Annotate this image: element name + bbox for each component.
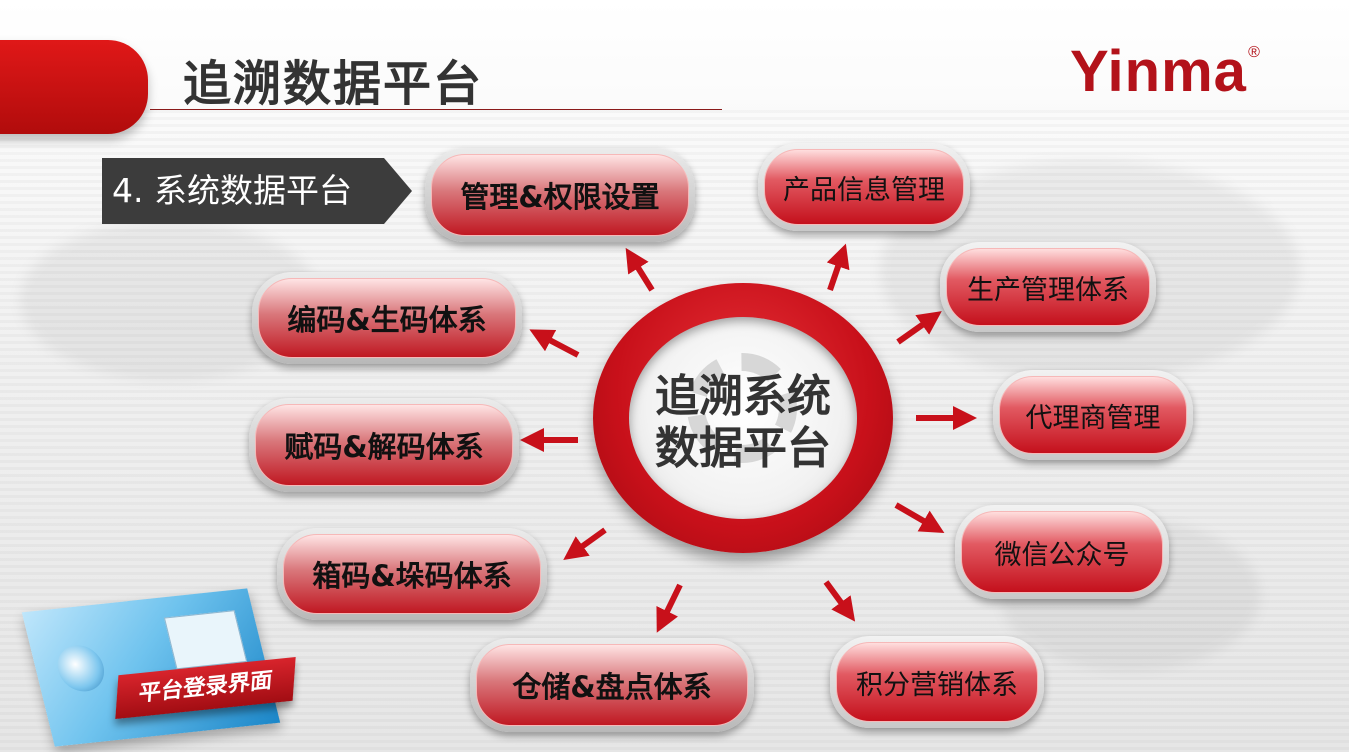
arrow-icon: [896, 311, 942, 345]
node-label: 微信公众号: [961, 511, 1163, 593]
center-hub: 追溯系统 数据平台: [593, 283, 893, 553]
node-agent-management[interactable]: 代理商管理: [993, 370, 1193, 460]
registered-mark: ®: [1248, 44, 1261, 61]
node-permission-settings[interactable]: 管理&权限设置: [425, 148, 695, 242]
node-wechat-official-account[interactable]: 微信公众号: [955, 505, 1169, 599]
page-title: 追溯数据平台: [183, 56, 484, 112]
node-label: 仓储&盘点体系: [476, 644, 748, 726]
node-label: 管理&权限设置: [431, 154, 689, 236]
section-label-text: 4. 系统数据平台: [102, 158, 384, 224]
center-title-line1: 追溯系统: [655, 371, 831, 422]
node-encoding-system[interactable]: 编码&生码体系: [252, 272, 522, 364]
arrow-icon: [529, 329, 580, 358]
node-warehouse-inventory-system[interactable]: 仓储&盘点体系: [470, 638, 754, 732]
node-assign-decode-system[interactable]: 赋码&解码体系: [249, 398, 519, 492]
header-accent-tab: [0, 40, 148, 134]
center-title-line2: 数据平台: [655, 423, 831, 474]
arrow-icon: [894, 502, 945, 534]
arrow-icon: [563, 527, 607, 561]
title-underline: [150, 109, 722, 110]
center-title: 追溯系统 数据平台: [593, 371, 893, 475]
node-label: 生产管理体系: [946, 248, 1150, 326]
node-production-management[interactable]: 生产管理体系: [940, 242, 1156, 332]
login-panel-preview: [163, 610, 248, 670]
node-label: 产品信息管理: [764, 149, 964, 225]
arrow-icon: [656, 583, 683, 633]
globe-icon: [52, 643, 109, 694]
brand-logo: Yinma®: [1070, 39, 1261, 104]
node-box-pallet-code-system[interactable]: 箱码&垛码体系: [277, 528, 547, 620]
node-label: 箱码&垛码体系: [283, 534, 541, 614]
node-label: 编码&生码体系: [258, 278, 516, 358]
node-points-marketing[interactable]: 积分营销体系: [830, 636, 1044, 728]
arrow-icon: [625, 247, 655, 292]
node-label: 积分营销体系: [836, 642, 1038, 722]
section-arrow-icon: [384, 158, 412, 224]
arrow-icon: [826, 243, 850, 291]
node-product-info-management[interactable]: 产品信息管理: [758, 143, 970, 231]
node-label: 代理商管理: [999, 376, 1187, 454]
section-label: 4. 系统数据平台: [102, 158, 412, 224]
arrow-icon: [823, 580, 856, 622]
node-label: 赋码&解码体系: [255, 404, 513, 486]
